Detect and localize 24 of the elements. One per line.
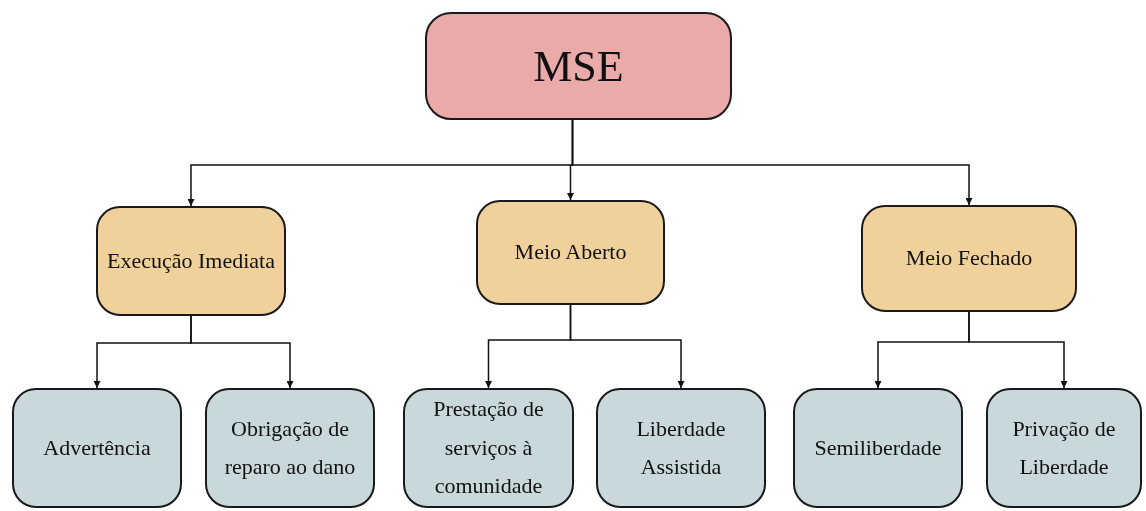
node-label: MSE bbox=[533, 40, 624, 93]
connector-arrow bbox=[968, 311, 1068, 389]
node-label: Liberdade Assistida bbox=[635, 414, 727, 481]
category-box bbox=[861, 205, 1077, 312]
category-box bbox=[476, 200, 665, 305]
node-label: Obrigação de reparo ao dano bbox=[223, 414, 357, 481]
category-box bbox=[96, 206, 286, 316]
measure-box bbox=[205, 388, 375, 508]
connector-arrow bbox=[569, 304, 685, 389]
node-label: Privação de Liberdade bbox=[1011, 414, 1117, 481]
measure-box bbox=[12, 388, 182, 508]
node-label: Execução Imediata bbox=[107, 246, 275, 275]
root-box bbox=[425, 12, 732, 120]
measure-box bbox=[986, 388, 1142, 508]
measure-box bbox=[403, 388, 574, 508]
node-label: Semiliberdade bbox=[814, 433, 942, 462]
node-label: Meio Aberto bbox=[514, 238, 627, 267]
node-label: Meio Fechado bbox=[905, 244, 1033, 273]
measure-box bbox=[596, 388, 766, 508]
connector-arrow bbox=[571, 119, 973, 206]
measure-box bbox=[793, 388, 963, 508]
node-label: Prestação de serviços à comunidade bbox=[432, 395, 545, 501]
node-label: Advertência bbox=[43, 433, 151, 462]
connector-arrow bbox=[190, 315, 294, 389]
